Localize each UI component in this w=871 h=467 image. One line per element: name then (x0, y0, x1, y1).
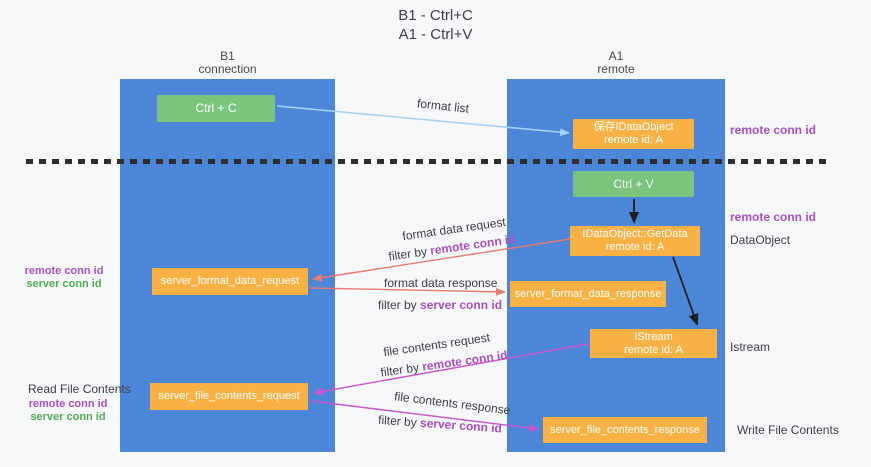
server-conn-id-inline: server conn id (419, 415, 503, 436)
left-column-subtitle: connection (198, 62, 257, 76)
save-idataobject-line2: remote id: A (604, 134, 663, 146)
save-idataobject-node: 保存IDataObject remote id: A (573, 119, 694, 149)
getdata-line2: remote id: A (605, 241, 665, 253)
remote-conn-id-label-left-1: remote conn id (24, 265, 104, 277)
ctrl-c-label: Ctrl + C (195, 101, 237, 115)
server-format-data-request-node: server_format_data_request (152, 268, 308, 295)
ctrl-c-node: Ctrl + C (157, 95, 275, 122)
server-format-data-request-label: server_format_data_request (160, 275, 300, 287)
istream-node: IStream remote id: A (590, 329, 717, 358)
conn-id-stack-format: remote conn id server conn id (24, 265, 104, 291)
istream-line2: remote id: A (624, 343, 683, 356)
left-column-header: B1 connection (120, 50, 335, 76)
filter-by-text: filter by (379, 359, 424, 380)
title-line-1: B1 - Ctrl+C (398, 7, 473, 24)
remote-conn-id-label-left-2: remote conn id (28, 398, 108, 410)
server-file-contents-response-node: server_file_contents_response (543, 417, 707, 443)
left-column-name: B1 (220, 49, 235, 63)
save-idataobject-line1: 保存IDataObject (593, 121, 674, 133)
right-column-header: A1 remote (507, 50, 725, 76)
format-list-label: format list (416, 96, 470, 116)
dashed-separator-line (26, 159, 830, 164)
read-file-contents-label: Read File Contents (28, 382, 131, 396)
istream-side-label: Istream (730, 340, 771, 354)
server-format-data-response-node: server_format_data_response (510, 281, 666, 307)
getdata-line1: IDataObject::GetData (582, 228, 688, 240)
ctrl-v-node: Ctrl + V (573, 171, 694, 197)
format-data-response-label: format data response (384, 276, 498, 290)
server-file-contents-request-label: server_file_contents_request (158, 390, 300, 402)
filter-by-text: filter by (377, 412, 421, 430)
title-line-2: A1 - Ctrl+V (398, 26, 473, 43)
filter-by-server-conn-id-label-2: filter by server conn id (377, 412, 503, 436)
diagram-title: B1 - Ctrl+C A1 - Ctrl+V (0, 6, 871, 44)
getdata-node: IDataObject::GetData remote id: A (570, 226, 700, 256)
server-format-data-response-label: server_format_data_response (514, 287, 662, 300)
remote-conn-id-label-mid-right: remote conn id (730, 210, 817, 224)
file-contents-response-label: file contents response (393, 389, 512, 418)
write-file-contents-label: Write File Contents (737, 423, 839, 437)
filter-by-text: filter by (387, 243, 432, 264)
right-column-name: A1 (608, 49, 624, 63)
server-file-contents-response-label: server_file_contents_response (550, 423, 700, 436)
server-conn-id-label-left-1: server conn id (26, 278, 102, 290)
filter-by-server-conn-id-label-1: filter by server conn id (378, 298, 502, 312)
server-conn-id-inline: server conn id (420, 298, 503, 312)
ctrl-v-label: Ctrl + V (613, 176, 654, 191)
istream-line1: IStream (634, 330, 673, 343)
server-conn-id-label-left-2: server conn id (30, 411, 106, 423)
server-file-contents-request-node: server_file_contents_request (150, 383, 308, 410)
conn-id-stack-file: remote conn id server conn id (28, 398, 108, 424)
right-column-subtitle: remote (597, 62, 635, 76)
remote-conn-id-label-top-right: remote conn id (730, 123, 817, 137)
dataobject-label: DataObject (730, 233, 791, 247)
filter-by-text: filter by (378, 298, 421, 312)
